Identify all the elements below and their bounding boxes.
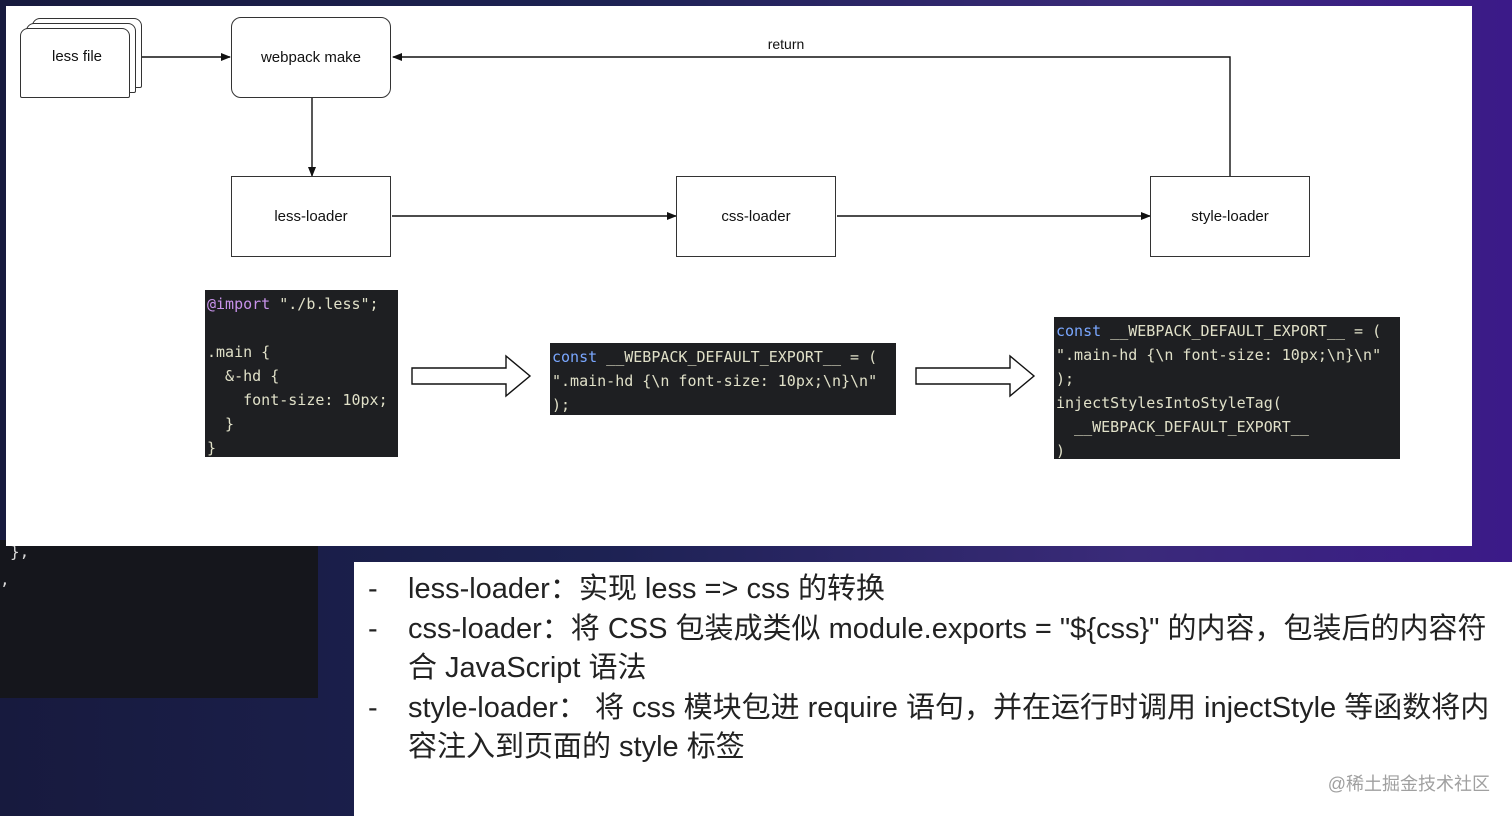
- css-loader-node: css-loader: [676, 176, 836, 257]
- code-line: __WEBPACK_DEFAULT_EXPORT__: [1056, 415, 1398, 439]
- style-loader-node: style-loader: [1150, 176, 1310, 257]
- code-line: const __WEBPACK_DEFAULT_EXPORT__ = (: [552, 345, 894, 369]
- code-line: [207, 316, 396, 340]
- code-line: ".main-hd {\n font-size: 10px;\n}\n": [552, 369, 894, 393]
- note-bullet: -: [368, 691, 378, 724]
- note-less-loader: - less-loader：实现 less => css 的转换: [368, 570, 1502, 610]
- diagram-slide: return less file webpack make less-loade…: [6, 6, 1472, 546]
- note-text: css-loader：将 CSS 包装成类似 module.exports = …: [408, 612, 1487, 685]
- code-text: .main {: [207, 343, 271, 361]
- code-text: ): [1056, 442, 1066, 459]
- code-line: );: [1056, 367, 1398, 391]
- transform-arrow-1: [411, 354, 532, 398]
- code-line: ".main-hd {\n font-size: 10px;\n}\n": [1056, 343, 1398, 367]
- code-text: ".main-hd {\n font-size: 10px;\n}\n": [1056, 346, 1382, 364]
- code-fragment: },: [10, 542, 30, 561]
- note-text: style-loader： 将 css 模块包进 require 语句，并在运行…: [408, 691, 1490, 764]
- style-loader-output-code-block: const __WEBPACK_DEFAULT_EXPORT__ = ( ".ma…: [1054, 317, 1400, 459]
- code-line: &-hd {: [207, 364, 396, 388]
- background-code-editor: }, ,: [0, 540, 318, 698]
- note-style-loader: - style-loader： 将 css 模块包进 require 语句，并在…: [368, 689, 1502, 768]
- code-keyword: const: [1056, 322, 1102, 340]
- code-line: font-size: 10px;: [207, 388, 396, 412]
- file-sheet: [20, 28, 130, 98]
- webpack-make-node: webpack make: [231, 17, 391, 98]
- code-fragment: ,: [0, 570, 10, 589]
- code-line: .main {: [207, 340, 396, 364]
- code-line: @import "./b.less";: [207, 292, 396, 316]
- note-text: less-loader：实现 less => css 的转换: [408, 573, 886, 605]
- code-keyword: const: [552, 348, 598, 366]
- code-line: const __WEBPACK_DEFAULT_EXPORT__ = (: [1056, 319, 1398, 343]
- code-text: );: [1056, 370, 1075, 388]
- less-file-label: less file: [51, 48, 103, 65]
- code-text: injectStylesIntoStyleTag(: [1056, 394, 1282, 412]
- code-line: ): [1056, 439, 1398, 459]
- code-line: );: [552, 393, 894, 415]
- less-file-node: less file: [20, 18, 146, 104]
- code-text: }: [207, 439, 217, 457]
- code-line: }: [207, 412, 396, 436]
- code-text: &-hd {: [207, 367, 280, 385]
- edge-return: [392, 53, 1231, 176]
- less-source-code-block: @import "./b.less"; .main { &-hd { font-…: [205, 290, 398, 457]
- code-line: injectStylesIntoStyleTag(: [1056, 391, 1398, 415]
- notes-panel: - less-loader：实现 less => css 的转换 - css-l…: [354, 562, 1512, 816]
- css-loader-output-code-block: const __WEBPACK_DEFAULT_EXPORT__ = ( ".ma…: [550, 343, 896, 415]
- note-bullet: -: [368, 573, 378, 605]
- code-text: [207, 319, 216, 337]
- code-text: }: [207, 415, 235, 433]
- return-label: return: [767, 36, 805, 52]
- code-text: __WEBPACK_DEFAULT_EXPORT__: [1056, 418, 1309, 436]
- code-text: __WEBPACK_DEFAULT_EXPORT__ = (: [1101, 322, 1382, 340]
- code-text: ".main-hd {\n font-size: 10px;\n}\n": [552, 372, 878, 390]
- note-css-loader: - css-loader：将 CSS 包装成类似 module.exports …: [368, 610, 1502, 689]
- diagram-edges: [134, 53, 1231, 398]
- site-watermark: @稀土掘金技术社区: [1327, 774, 1490, 794]
- transform-arrow-2: [915, 354, 1036, 398]
- code-text: font-size: 10px;: [207, 391, 388, 409]
- code-text: __WEBPACK_DEFAULT_EXPORT__ = (: [597, 348, 878, 366]
- code-text: );: [552, 396, 571, 414]
- code-text: "./b.less";: [270, 295, 379, 313]
- code-keyword: @import: [207, 295, 271, 313]
- code-line: }: [207, 436, 396, 457]
- note-bullet: -: [368, 612, 378, 645]
- less-loader-node: less-loader: [231, 176, 391, 257]
